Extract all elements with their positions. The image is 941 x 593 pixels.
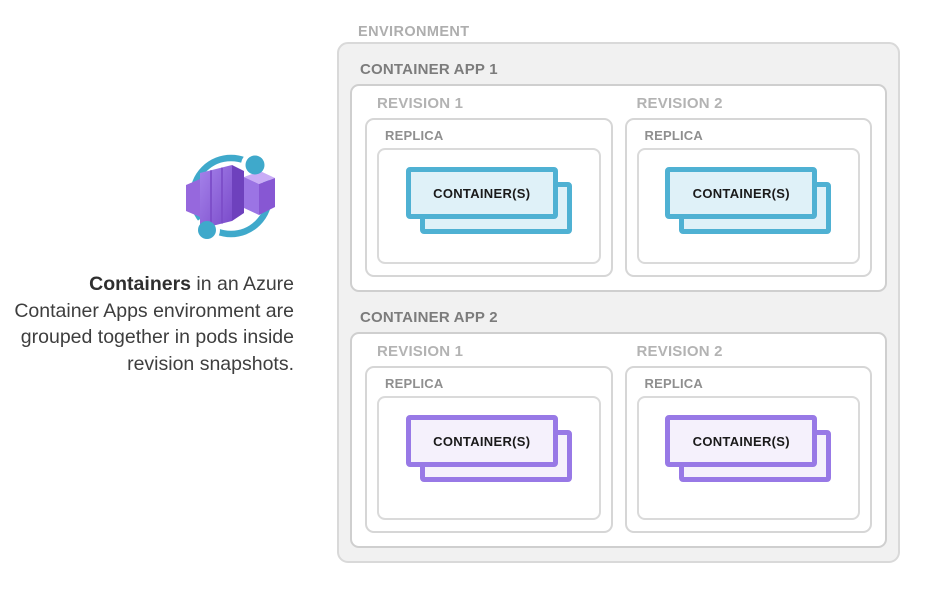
app1-revision-2: REVISION 2 REPLICA CONTAINER(S) <box>624 94 872 277</box>
container-label: CONTAINER(S) <box>692 433 790 449</box>
caption-rest: in an Azure Container Apps environment a… <box>14 273 294 375</box>
container-stack: CONTAINER(S) <box>405 167 572 234</box>
replica-label: REPLICA <box>385 376 444 391</box>
environment-box: CONTAINER APP 1 REVISION 1 REPLICA CONTA… <box>337 42 900 563</box>
container-app-2-box: REVISION 1 REPLICA CONTAINER(S) REVISION… <box>350 332 887 548</box>
app1-revision-1: REVISION 1 REPLICA CONTAINER(S) <box>365 94 613 277</box>
revision-box: REPLICA CONTAINER(S) <box>624 118 872 277</box>
environment-label: ENVIRONMENT <box>358 24 470 40</box>
replica-box: CONTAINER(S) <box>636 148 860 264</box>
container-app-1-label: CONTAINER APP 1 <box>360 61 498 78</box>
container-box-front: CONTAINER(S) <box>405 415 558 467</box>
container-app-1-box: REVISION 1 REPLICA CONTAINER(S) REVISION… <box>350 84 887 292</box>
container-label: CONTAINER(S) <box>692 185 790 201</box>
container-box-front: CONTAINER(S) <box>665 415 818 467</box>
container-label: CONTAINER(S) <box>433 185 531 201</box>
revision-label: REVISION 1 <box>377 343 464 360</box>
revision-box: REPLICA CONTAINER(S) <box>365 118 613 277</box>
container-stack: CONTAINER(S) <box>665 415 832 482</box>
container-box-front: CONTAINER(S) <box>405 167 558 219</box>
container-stack: CONTAINER(S) <box>405 415 572 482</box>
container-app-2-label: CONTAINER APP 2 <box>360 309 498 326</box>
small-cube-top <box>244 171 275 184</box>
revision-box: REPLICA CONTAINER(S) <box>365 366 613 533</box>
revision-box: REPLICA CONTAINER(S) <box>624 366 872 533</box>
caption-bold: Containers <box>89 273 192 295</box>
small-cube-side <box>259 178 275 215</box>
orbit-node-top <box>245 155 265 175</box>
caption: Containers in an Azure Container Apps en… <box>8 271 294 377</box>
replica-box: CONTAINER(S) <box>377 396 601 520</box>
container-box-front: CONTAINER(S) <box>665 167 818 219</box>
container-stack: CONTAINER(S) <box>665 167 832 234</box>
orbit-node-bottom <box>198 221 216 239</box>
replica-label: REPLICA <box>385 128 444 143</box>
cube-left-slab <box>186 179 200 217</box>
replica-box: CONTAINER(S) <box>377 148 601 264</box>
revision-label: REVISION 1 <box>377 95 464 112</box>
revision-label: REVISION 2 <box>636 343 723 360</box>
replica-label: REPLICA <box>644 376 703 391</box>
app2-revision-2: REVISION 2 REPLICA CONTAINER(S) <box>624 342 872 533</box>
azure-container-apps-icon <box>186 151 275 241</box>
app2-revision-1: REVISION 1 REPLICA CONTAINER(S) <box>365 342 613 533</box>
cube-front <box>200 165 232 229</box>
container-label: CONTAINER(S) <box>433 433 531 449</box>
small-cube-front <box>244 177 259 215</box>
replica-label: REPLICA <box>644 128 703 143</box>
revision-label: REVISION 2 <box>636 95 723 112</box>
replica-box: CONTAINER(S) <box>636 396 860 520</box>
cube-side <box>232 165 244 221</box>
